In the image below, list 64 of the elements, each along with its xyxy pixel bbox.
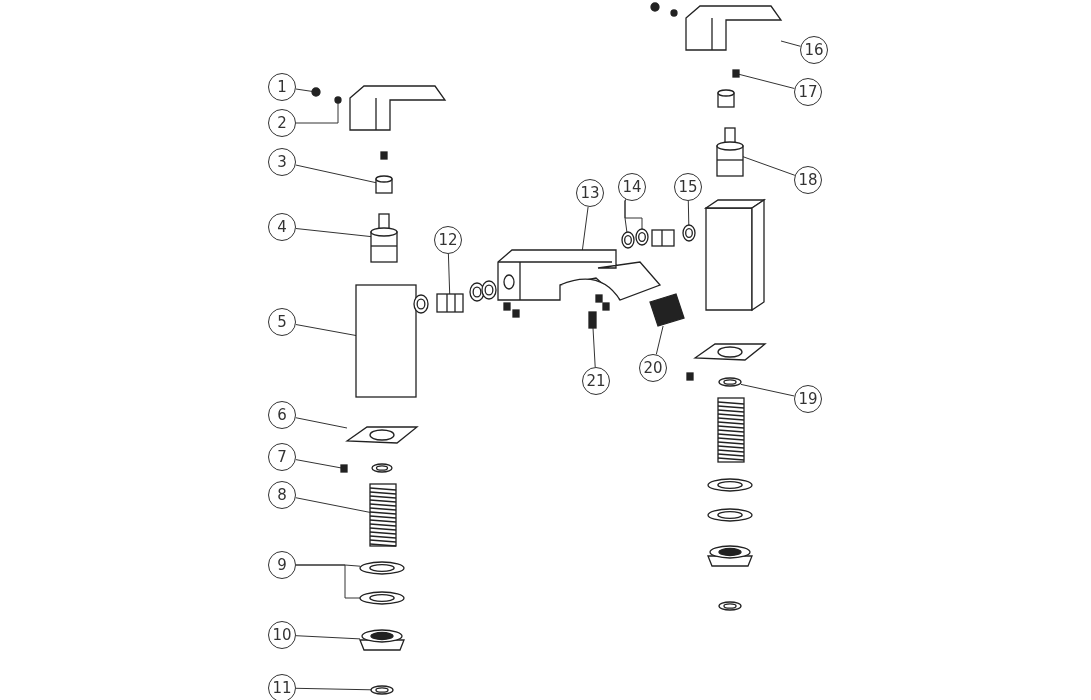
grub-screw-drawing [334,96,342,104]
leader-line [295,687,372,691]
grub-screw-drawing [732,69,740,78]
callout-number: 8 [268,481,296,509]
grub-screw-drawing [340,464,348,473]
callout-number: 12 [434,226,462,254]
callout-number: 17 [794,78,822,106]
callout-number: 3 [268,148,296,176]
callout-number: 14 [618,173,646,201]
callout-number: 9 [268,551,296,579]
callout-number: 6 [268,401,296,429]
washer-drawing [635,228,649,246]
leader-line [295,564,361,599]
callout-number: 15 [674,173,702,201]
leader-line [447,253,451,295]
leader-line [655,325,664,355]
base-plate-drawing [345,426,419,444]
nut-drawing [359,629,405,651]
leader-line [295,497,371,513]
cap-nut-drawing [311,87,321,97]
callout-number: 1 [268,73,296,101]
lever-handle-drawing [685,5,783,51]
callout-number: 16 [800,36,828,64]
leader-line [581,206,589,251]
threaded-shank-drawing [369,483,397,547]
callout-number: 21 [582,367,610,395]
callout-number: 2 [268,109,296,137]
grub-screw-drawing [588,311,597,329]
bush-drawing [375,175,393,194]
leader-line [295,102,339,124]
washer-drawing [682,224,696,242]
callout-number: 18 [794,166,822,194]
tap-body-drawing [355,284,417,398]
callout-number: 19 [794,385,822,413]
washer-drawing [718,377,742,387]
callout-number: 5 [268,308,296,336]
washer-drawing [621,231,635,249]
callout-number: 4 [268,213,296,241]
spout-body-drawing [497,249,662,301]
washer-drawing [359,561,405,575]
leader-line [295,228,372,238]
aerator-drawing [649,293,685,327]
leader-line [295,635,361,640]
cartridge-drawing [716,127,744,177]
connector-drawing [436,293,464,313]
leader-line [295,324,357,336]
callout-number: 7 [268,443,296,471]
callout-number: 13 [576,179,604,207]
leader-line [295,417,348,429]
washer-drawing [370,685,394,695]
leader-line [738,73,795,89]
leader-line [687,200,690,226]
callout-number: 10 [268,621,296,649]
callout-number: 11 [268,674,296,700]
cartridge-drawing [370,213,398,263]
callout-number: 20 [639,354,667,382]
leader-line [295,88,313,92]
leader-line [624,199,643,230]
washer-drawing [359,591,405,605]
leader-line [295,459,342,469]
leader-line [740,383,795,397]
leader-line [592,327,596,368]
leader-line [780,40,801,47]
leader-line [295,164,377,184]
